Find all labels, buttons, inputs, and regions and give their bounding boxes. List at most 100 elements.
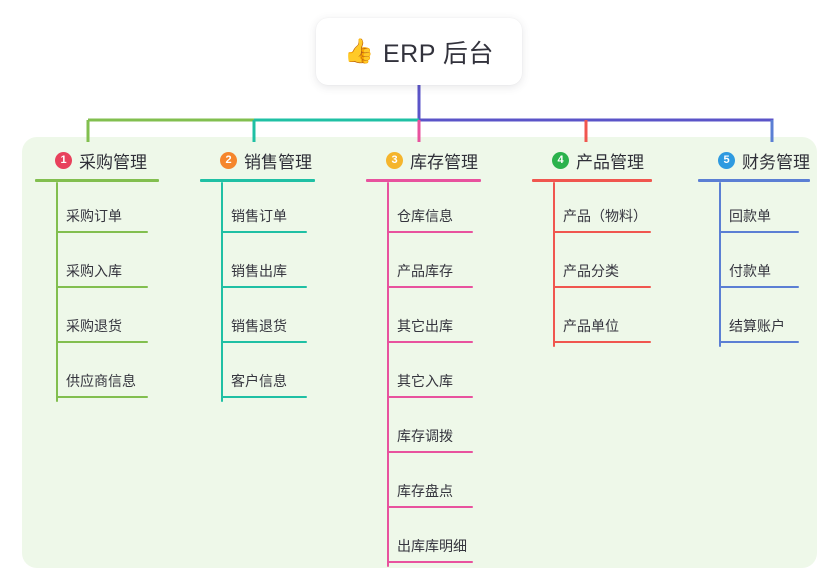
branch-item-label: 产品分类 (563, 263, 619, 279)
branch-item[interactable]: 其它出库 (366, 292, 481, 347)
branch-item-label: 付款单 (729, 263, 771, 279)
branch-spine (719, 182, 721, 347)
branch-header-1[interactable]: 1 采购管理 (35, 148, 159, 172)
branch-item-label: 客户信息 (231, 373, 287, 389)
branch-spine (221, 182, 223, 402)
branch-item[interactable]: 其它入库 (366, 347, 481, 402)
branch-item-label: 出库库明细 (397, 538, 467, 554)
branch-item-list: 采购订单采购入库采购退货供应商信息 (35, 182, 159, 402)
branch-column-2: 2 销售管理销售订单销售出库销售退货客户信息 (200, 148, 315, 402)
thumbs-up-icon: 👍 (344, 37, 374, 65)
branch-item-label: 销售退货 (231, 318, 287, 334)
branch-item-list: 产品（物料） 产品分类产品单位 (532, 182, 652, 347)
branch-item-rule (719, 231, 799, 233)
branch-item-rule (719, 286, 799, 288)
branch-spine (553, 182, 555, 347)
branch-item[interactable]: 采购订单 (35, 182, 159, 237)
branch-item-rule (56, 396, 148, 398)
branch-title: 销售管理 (244, 152, 312, 172)
branch-item-rule (387, 286, 473, 288)
branch-item[interactable]: 产品分类 (532, 237, 652, 292)
branch-item[interactable]: 产品库存 (366, 237, 481, 292)
branch-item-label: 产品（物料） (563, 208, 647, 224)
branch-item-rule (387, 451, 473, 453)
branch-column-3: 3 库存管理仓库信息产品库存其它出库其它入库库存调拨库存盘点出库库明细 (366, 148, 481, 567)
branch-item-label: 库存调拨 (397, 428, 453, 444)
branch-title: 产品管理 (576, 152, 644, 172)
branch-spine (387, 182, 389, 567)
root-node-content: 👍 ERP 后台 (344, 34, 494, 70)
branch-title: 库存管理 (410, 152, 478, 172)
branch-column-4: 4 产品管理产品（物料） 产品分类产品单位 (532, 148, 652, 347)
branch-number-badge: 4 (552, 151, 569, 169)
branch-item[interactable]: 结算账户 (698, 292, 810, 347)
branch-item-label: 销售出库 (231, 263, 287, 279)
branch-item-rule (56, 286, 148, 288)
branch-header-3[interactable]: 3 库存管理 (366, 148, 481, 172)
branch-item-label: 采购订单 (66, 208, 122, 224)
branch-heading-rule (366, 179, 481, 182)
branch-item[interactable]: 采购退货 (35, 292, 159, 347)
branch-item-rule (221, 231, 307, 233)
branch-item-rule (387, 561, 473, 563)
branch-item-rule (553, 341, 651, 343)
branch-item-label: 库存盘点 (397, 483, 453, 499)
branch-item[interactable]: 出库库明细 (366, 512, 481, 567)
branch-item-rule (387, 396, 473, 398)
branch-item-label: 回款单 (729, 208, 771, 224)
branch-spine (56, 182, 58, 402)
branch-item[interactable]: 产品（物料） (532, 182, 652, 237)
branch-number-badge: 3 (386, 151, 403, 169)
branch-item[interactable]: 采购入库 (35, 237, 159, 292)
branch-number-badge: 5 (718, 151, 735, 169)
branch-heading-rule (698, 179, 810, 182)
branch-item-rule (221, 341, 307, 343)
branch-item-rule (56, 341, 148, 343)
branch-item-rule (221, 396, 307, 398)
branch-item[interactable]: 供应商信息 (35, 347, 159, 402)
branch-item-label: 产品单位 (563, 318, 619, 334)
branch-item-label: 采购入库 (66, 263, 122, 279)
branch-item-rule (387, 341, 473, 343)
root-node[interactable]: 👍 ERP 后台 (316, 18, 522, 85)
branch-item-rule (387, 231, 473, 233)
branch-item-list: 仓库信息产品库存其它出库其它入库库存调拨库存盘点出库库明细 (366, 182, 481, 567)
branch-item-rule (553, 231, 651, 233)
branch-item-label: 结算账户 (729, 318, 785, 334)
branch-title: 采购管理 (79, 152, 147, 172)
branch-item-label: 产品库存 (397, 263, 453, 279)
branch-item[interactable]: 销售退货 (200, 292, 315, 347)
branch-item[interactable]: 销售出库 (200, 237, 315, 292)
branch-heading-rule (35, 179, 159, 182)
branch-item[interactable]: 库存盘点 (366, 457, 481, 512)
branch-item-label: 销售订单 (231, 208, 287, 224)
branch-item-label: 其它出库 (397, 318, 453, 334)
branch-item-list: 销售订单销售出库销售退货客户信息 (200, 182, 315, 402)
branch-header-4[interactable]: 4 产品管理 (532, 148, 652, 172)
branch-column-1: 1 采购管理采购订单采购入库采购退货供应商信息 (35, 148, 159, 402)
branch-number-badge: 2 (220, 151, 237, 169)
branch-item[interactable]: 仓库信息 (366, 182, 481, 237)
branch-item-list: 回款单付款单结算账户 (698, 182, 810, 347)
branch-item[interactable]: 客户信息 (200, 347, 315, 402)
branch-item[interactable]: 库存调拨 (366, 402, 481, 457)
branch-item[interactable]: 产品单位 (532, 292, 652, 347)
branch-item-rule (387, 506, 473, 508)
branch-item-rule (56, 231, 148, 233)
branch-item-rule (719, 341, 799, 343)
branch-item[interactable]: 回款单 (698, 182, 810, 237)
branches-panel (22, 137, 817, 568)
branch-heading-rule (200, 179, 315, 182)
branch-heading-rule (532, 179, 652, 182)
branch-item-rule (553, 286, 651, 288)
branch-header-2[interactable]: 2 销售管理 (200, 148, 315, 172)
branch-item-label: 采购退货 (66, 318, 122, 334)
branch-number-badge: 1 (55, 151, 72, 169)
branch-item-label: 供应商信息 (66, 373, 136, 389)
branch-item[interactable]: 付款单 (698, 237, 810, 292)
branch-item-label: 其它入库 (397, 373, 453, 389)
branch-item[interactable]: 销售订单 (200, 182, 315, 237)
